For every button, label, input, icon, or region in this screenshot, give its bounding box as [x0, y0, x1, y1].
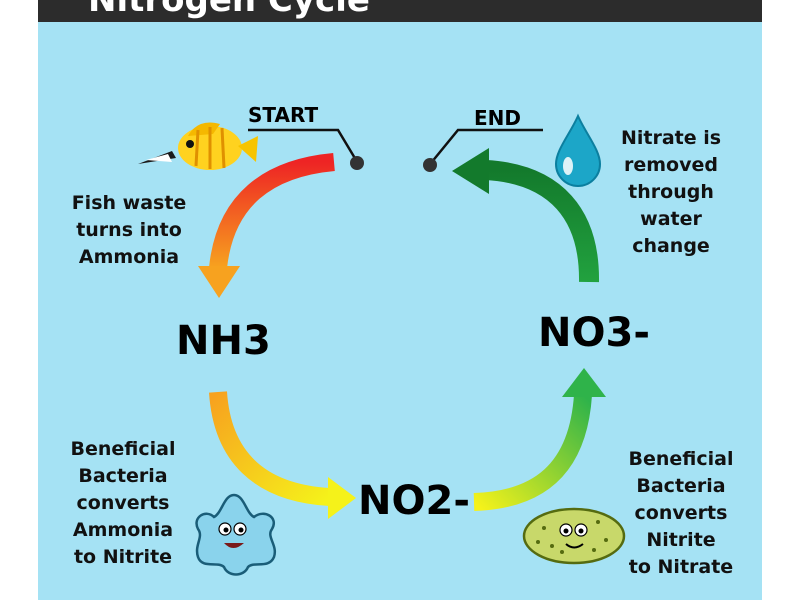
- nitrate-removed-caption: Nitrate is removed through water change: [620, 127, 722, 257]
- diagram-frame: Nitrogen Cycle: [38, 0, 762, 600]
- title-bar: Nitrogen Cycle: [38, 0, 762, 22]
- fish-waste-caption: Fish waste turns into Ammonia: [71, 192, 187, 268]
- end-label: END: [474, 106, 522, 130]
- arrow-nitrite-to-nitrate: [473, 368, 606, 511]
- arrow-nitrate-to-end: [452, 148, 600, 283]
- ammonia-label: NH3: [176, 318, 271, 364]
- bacteria-ammonia-caption: Beneficial Bacteria converts Ammonia to …: [70, 438, 176, 568]
- arrow-fish-to-ammonia: [198, 153, 335, 298]
- nitrite-label: NO2-: [358, 478, 470, 524]
- page-title: Nitrogen Cycle: [88, 0, 370, 20]
- cycle-diagram: [138, 113, 626, 576]
- nitrate-label: NO3-: [538, 310, 650, 356]
- arrow-ammonia-to-nitrite: [209, 391, 356, 519]
- bacterium-oval-icon: [522, 507, 626, 565]
- bacteria-nitrite-caption: Beneficial Bacteria converts Nitrite to …: [628, 448, 734, 578]
- bacterium-star-icon: [195, 493, 277, 576]
- start-marker: [248, 128, 364, 170]
- tropical-fish-icon: [138, 122, 258, 170]
- water-drop-icon: [554, 113, 602, 187]
- start-label: START: [248, 103, 319, 127]
- end-marker: [423, 128, 543, 172]
